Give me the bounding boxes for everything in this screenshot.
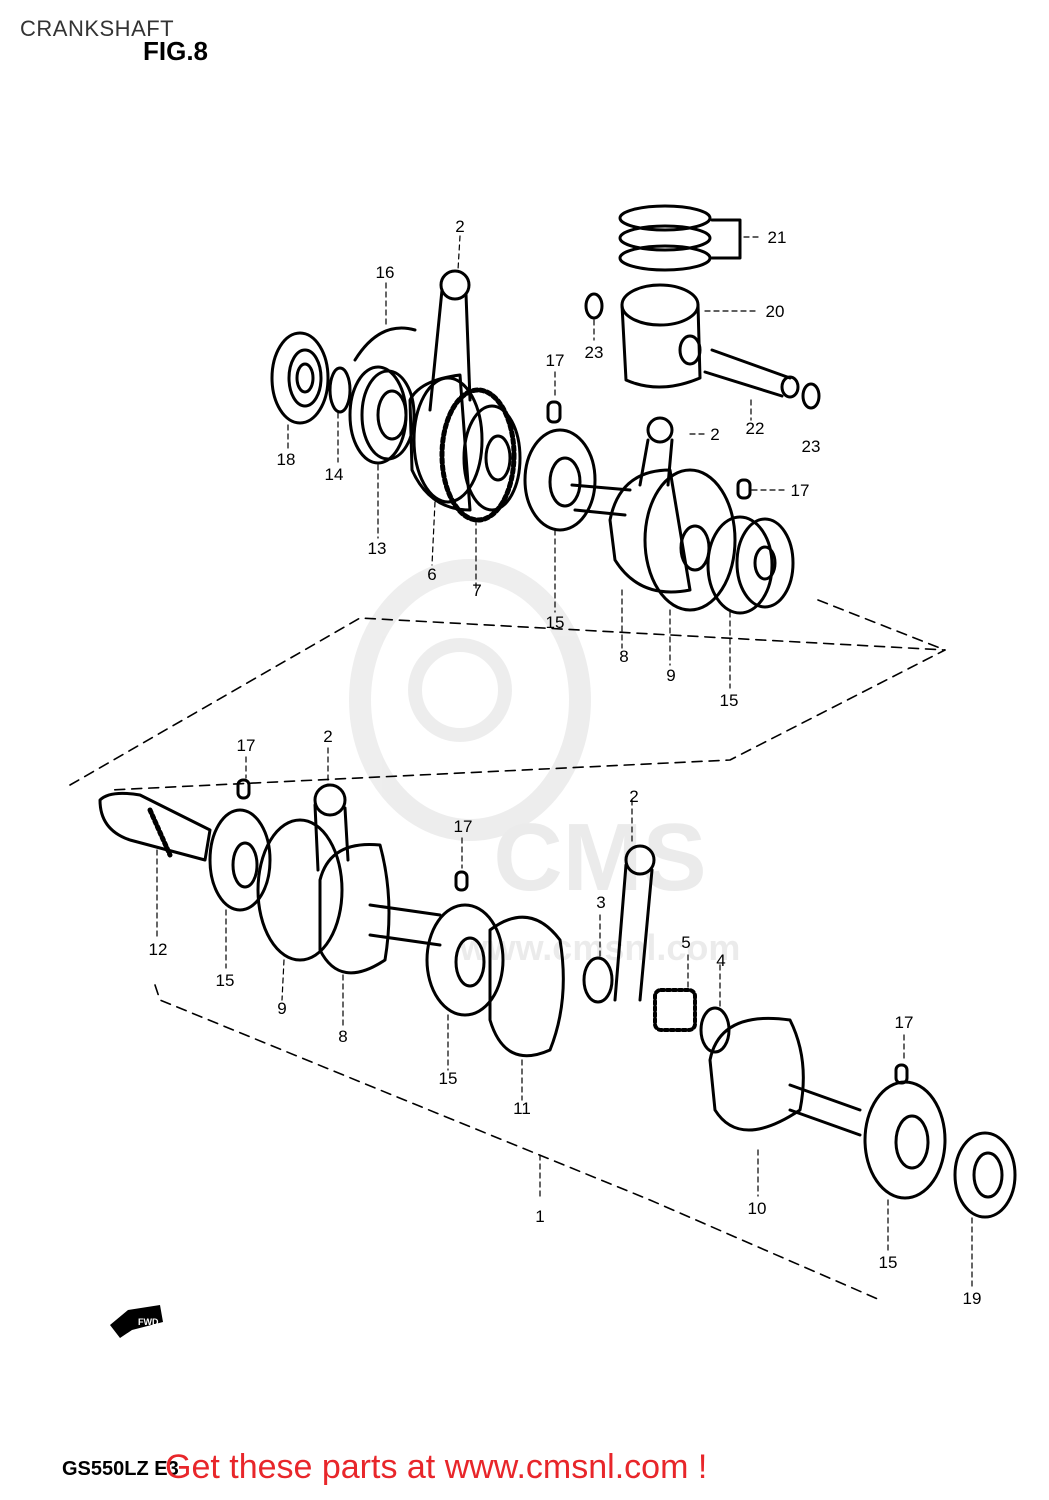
callout: 17	[895, 1013, 914, 1032]
circlip-23b	[801, 382, 821, 410]
callout: 19	[963, 1289, 982, 1308]
fwd-label: FWD	[138, 1317, 159, 1327]
callout: 15	[216, 971, 235, 990]
promo-link[interactable]: Get these parts at www.cmsnl.com !	[165, 1448, 708, 1486]
callout: 7	[472, 581, 481, 600]
figure-label: FIG.8	[143, 36, 209, 66]
callout: 10	[748, 1199, 767, 1218]
callout: 21	[768, 228, 787, 247]
callout: 6	[427, 565, 436, 584]
bearing-15a	[523, 428, 597, 532]
callout: 2	[629, 787, 638, 806]
oil-seal-18	[270, 331, 330, 425]
callout: 14	[325, 465, 344, 484]
bearing-15b	[706, 515, 795, 615]
exploded-diagram: CMS www.cmsnl.com	[69, 204, 1017, 1338]
dowel-17b	[736, 478, 752, 500]
circlip-14	[328, 366, 352, 414]
callout: 12	[149, 940, 168, 959]
callout: 13	[368, 539, 387, 558]
callout: 17	[454, 817, 473, 836]
bearing-13	[348, 365, 416, 465]
shaft-end-12	[98, 791, 212, 862]
dowel-17c	[236, 778, 251, 800]
ring-16	[353, 326, 417, 362]
journal-shaft-upper	[570, 483, 632, 517]
callout: 4	[716, 951, 725, 970]
crank-web-6	[408, 373, 484, 512]
bearing-15e	[863, 1080, 947, 1200]
needle-bearing-5	[653, 988, 697, 1032]
callout: 15	[879, 1253, 898, 1272]
callout: 20	[766, 302, 785, 321]
piston-pin-22	[703, 348, 800, 399]
callout: 15	[720, 691, 739, 710]
callout: 17	[546, 351, 565, 370]
dowel-17a	[546, 400, 562, 424]
callout: 23	[585, 343, 604, 362]
leader-lines	[156, 235, 973, 1289]
bearing-15d	[425, 903, 505, 1017]
callout: 23	[802, 437, 821, 456]
crank-web-8	[608, 468, 692, 594]
callout: 22	[746, 419, 765, 438]
callout: 5	[681, 933, 690, 952]
callout: 1	[535, 1207, 544, 1226]
callout: 8	[338, 1027, 347, 1046]
circlip-23a	[584, 292, 604, 320]
callout: 17	[791, 481, 810, 500]
fwd-arrow-icon: FWD	[110, 1305, 163, 1338]
piston-rings-21	[618, 204, 742, 272]
callout: 15	[546, 613, 565, 632]
bearing-15c	[208, 808, 272, 912]
shim-3	[582, 956, 614, 1004]
crank-web-9b	[256, 818, 344, 962]
callout: 11	[513, 1099, 531, 1118]
callout-labels: 2 16 21 20 23 17 23 22 2 17 18 14 13 6 7…	[149, 217, 982, 1308]
conrod-2b	[638, 416, 674, 487]
crank-web-10	[708, 1016, 862, 1137]
crank-web-8b	[318, 842, 391, 975]
callout: 9	[277, 999, 286, 1018]
callout: 2	[455, 217, 464, 236]
conrod-2a	[428, 269, 472, 412]
piston-20	[620, 283, 702, 389]
conrod-2d	[613, 844, 656, 1002]
dowel-17e	[894, 1063, 909, 1085]
conrod-2c	[313, 783, 350, 872]
dowel-17d	[454, 870, 469, 892]
callout: 2	[323, 727, 332, 746]
callout: 8	[619, 647, 628, 666]
dashed-frame	[69, 599, 946, 1301]
crank-web-11	[488, 915, 565, 1058]
watermark-brand: CMS	[493, 804, 706, 911]
callout: 16	[376, 263, 395, 282]
callout: 15	[439, 1069, 458, 1088]
callout: 18	[277, 450, 296, 469]
callout: 9	[666, 666, 675, 685]
drive-gear-7	[439, 387, 522, 523]
callout: 3	[596, 893, 605, 912]
callout: 2	[710, 425, 719, 444]
callout: 17	[237, 736, 256, 755]
oil-seal-19	[953, 1131, 1017, 1219]
model-code: GS550LZ E3	[62, 1458, 179, 1480]
page-title: CRANKSHAFT	[20, 16, 175, 41]
